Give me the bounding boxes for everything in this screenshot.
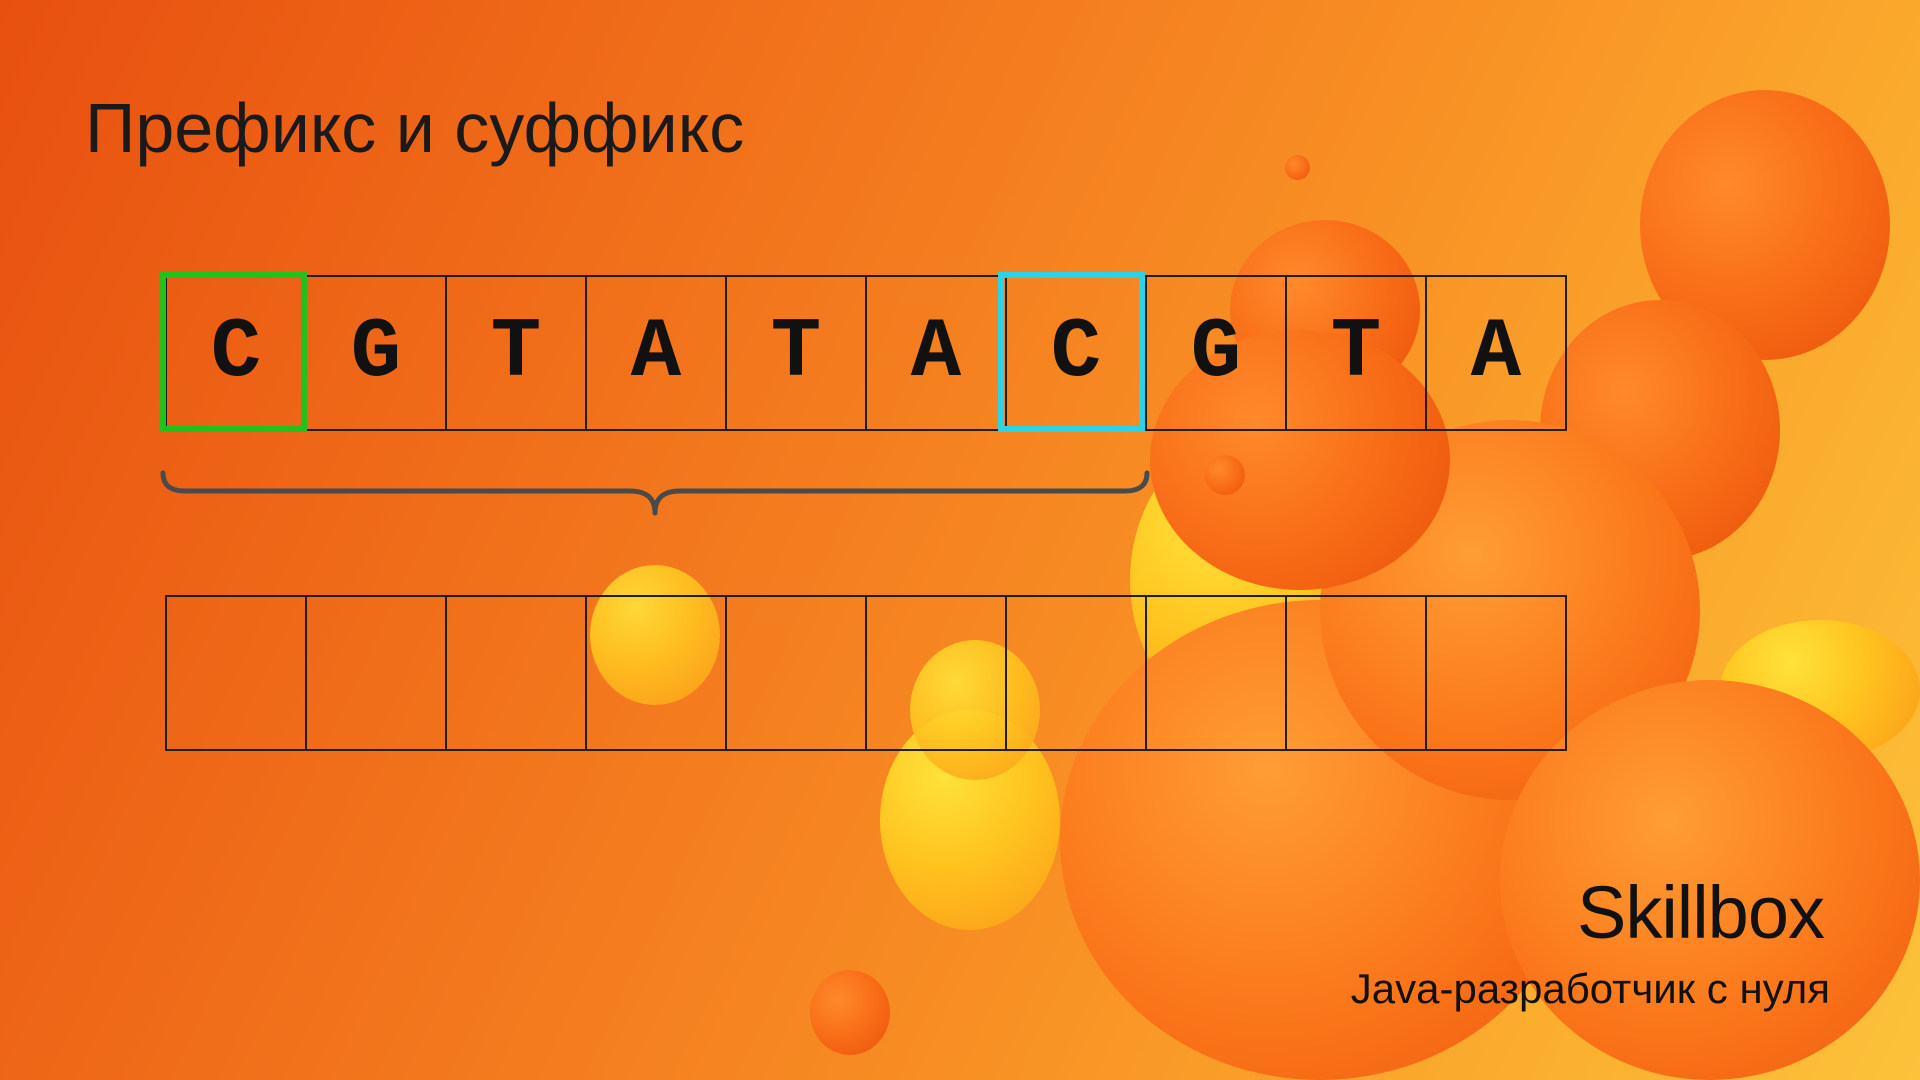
prefix-value-cell bbox=[1007, 595, 1147, 751]
prefix-value-cell bbox=[1147, 595, 1287, 751]
prefix-function-row bbox=[165, 595, 1567, 751]
curly-brace bbox=[160, 470, 1150, 516]
prefix-value-cell bbox=[867, 595, 1007, 751]
prefix-value-cell bbox=[167, 595, 307, 751]
sequence-cell: T bbox=[1287, 275, 1427, 431]
skillbox-logo: Skillbox bbox=[1577, 871, 1825, 954]
slide-title: Префикс и суффикс bbox=[85, 89, 745, 167]
sequence-cell: G bbox=[307, 275, 447, 431]
sequence-cell: G bbox=[1147, 275, 1287, 431]
sequence-cell: C bbox=[1007, 275, 1147, 431]
prefix-value-cell bbox=[307, 595, 447, 751]
sequence-cell: C bbox=[167, 275, 307, 431]
prefix-value-cell bbox=[727, 595, 867, 751]
sequence-cell: A bbox=[867, 275, 1007, 431]
prefix-value-cell bbox=[587, 595, 727, 751]
prefix-value-cell bbox=[447, 595, 587, 751]
sequence-cell: A bbox=[587, 275, 727, 431]
course-name: Java-разработчик с нуля bbox=[1350, 965, 1830, 1012]
sequence-cell: A bbox=[1427, 275, 1567, 431]
prefix-value-cell bbox=[1287, 595, 1427, 751]
prefix-value-cell bbox=[1427, 595, 1567, 751]
sequence-cell: T bbox=[727, 275, 867, 431]
sequence-cell: T bbox=[447, 275, 587, 431]
sequence-row: C G T A T A C G T A bbox=[165, 275, 1567, 431]
